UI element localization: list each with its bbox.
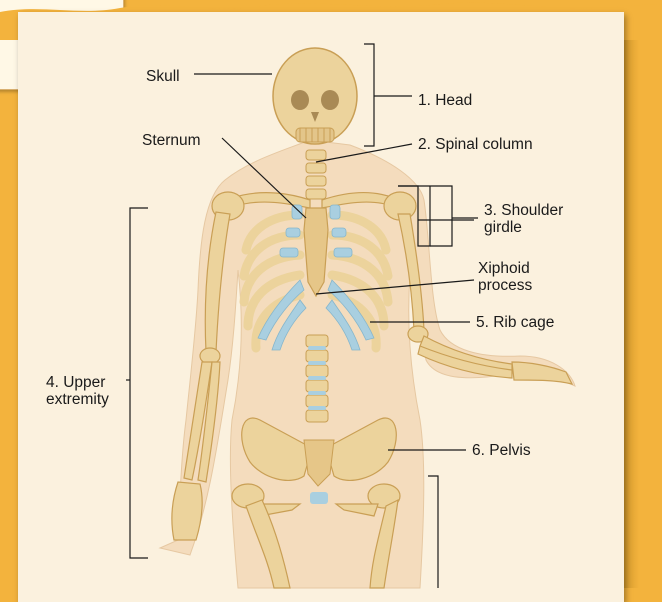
label-pelvis: 6. Pelvis — [472, 442, 531, 459]
label-rib-cage: 5. Rib cage — [476, 314, 554, 331]
label-shoulder-girdle-line-1: 3. Shoulder — [484, 202, 563, 219]
page-edge-shadow — [624, 40, 662, 588]
label-upper-extremity-line-1: 4. Upper — [46, 374, 105, 391]
skull-bone — [273, 48, 357, 144]
label-xiphoid-process-line-2: process — [478, 277, 532, 294]
label-shoulder-girdle-line-2: girdle — [484, 219, 522, 236]
label-upper-extremity-line-2: extremity — [46, 391, 109, 408]
label-spinal-column: 2. Spinal column — [418, 136, 533, 153]
label-sternum: Sternum — [142, 132, 201, 149]
label-skull: Skull — [146, 68, 180, 85]
diagram-page: Skull 1. Head Sternum 2. Spinal column 3… — [18, 12, 624, 602]
label-head: 1. Head — [418, 92, 472, 109]
skeleton-illustration — [18, 12, 624, 592]
label-xiphoid-process-line-1: Xiphoid — [478, 260, 530, 277]
